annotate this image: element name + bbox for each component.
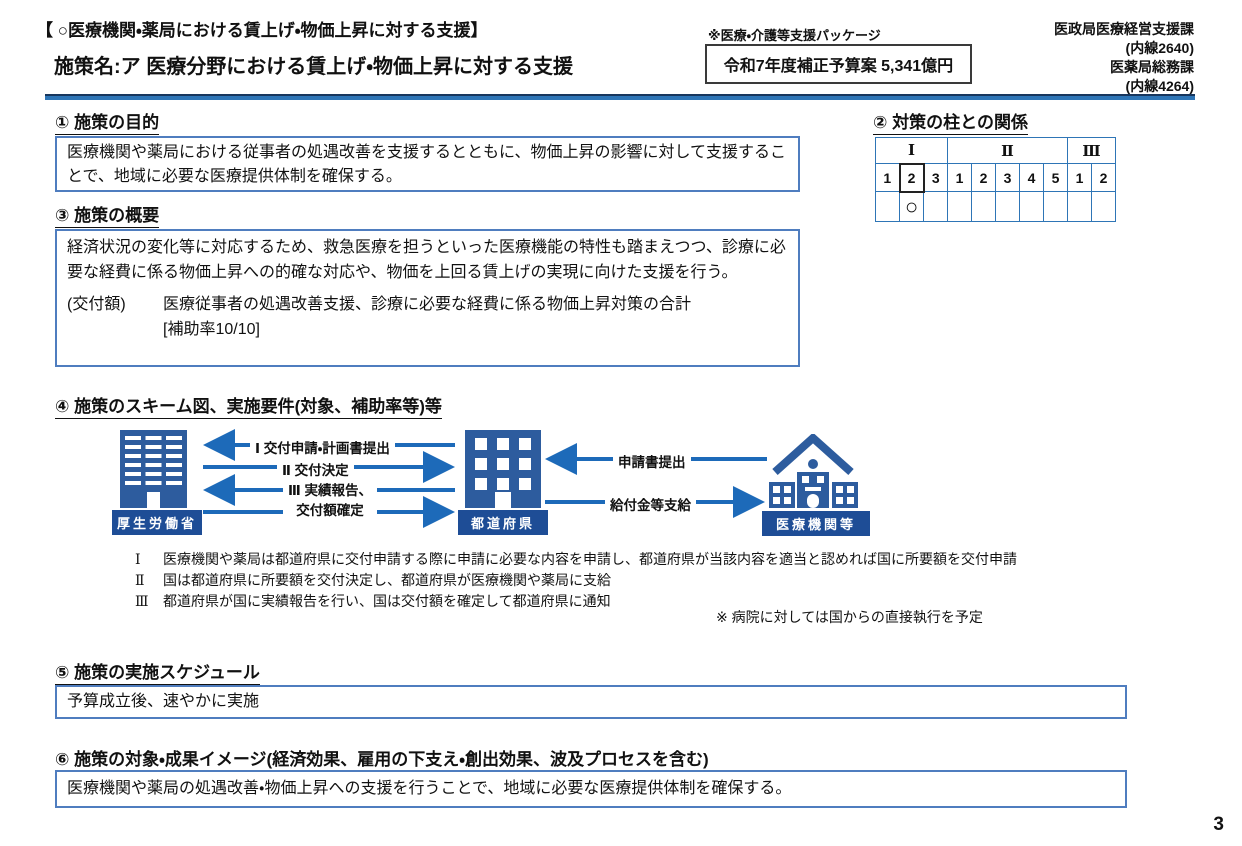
outcome-box: 医療機関や薬局の処遇改善・物価上昇への支援を行うことで、地域に必要な医療提供体制… xyxy=(55,770,1127,808)
package-note: ※医療・介護等支援パッケージ xyxy=(708,28,881,43)
policy-name: 施策名:ア 医療分野における賃上げ・物価上昇に対する支援 xyxy=(54,56,574,78)
section-3-heading: ③ 施策の概要 xyxy=(55,201,160,228)
category-title: 【 ○医療機関・薬局における賃上げ・物価上昇に対する支援】 xyxy=(36,21,488,40)
grant-text: 医療従事者の処遇改善支援、診療に必要な経費に係る物価上昇対策の合計 xyxy=(163,296,692,313)
medical-institution-label: 医療機関等 xyxy=(762,511,870,536)
dept-line: (内線4264) xyxy=(1125,78,1194,94)
pillar-group-header: Ⅱ xyxy=(947,137,1068,164)
grant-row: (交付額) 医療従事者の処遇改善支援、診療に必要な経費に係る物価上昇対策の合計 … xyxy=(67,292,788,342)
pillar-value-cell xyxy=(1091,191,1116,222)
pillar-value-cell xyxy=(1043,191,1068,222)
pillar-number-cell: 3 xyxy=(923,163,948,192)
pillar-number-cell: 2 xyxy=(971,163,996,192)
schedule-box: 予算成立後、速やかに実施 xyxy=(55,685,1127,719)
arrow-label-decide: Ⅱ 交付決定 xyxy=(277,458,354,480)
page-number: 3 xyxy=(1213,814,1224,835)
pillar-value-cell: ○ xyxy=(899,191,924,222)
pillar-number-cell: 5 xyxy=(1043,163,1068,192)
arrow-label-submit: 申請書提出 xyxy=(613,450,691,472)
dept-line: 医政局医療経営支援課 xyxy=(1054,21,1194,37)
pillar-group-header: Ⅰ xyxy=(875,137,948,164)
arrow-label-report: Ⅲ 実績報告、 交付額確定 xyxy=(283,480,378,522)
arrow-label-pay: 給付金等支給 xyxy=(605,493,696,515)
section-4-heading: ④ 施策のスキーム図、実施要件(対象、補助率等)等 xyxy=(55,392,442,419)
pillar-number-cell: 3 xyxy=(995,163,1020,192)
pillar-group-header: Ⅲ xyxy=(1067,137,1116,164)
pillar-number-cell: 1 xyxy=(947,163,972,192)
pillar-value-cell xyxy=(923,191,948,222)
section-6-heading: ⑥ 施策の対象・成果イメージ(経済効果、雇用の下支え・創出効果、波及プロセスを含… xyxy=(55,745,709,772)
pillar-number-cell: 2 xyxy=(1091,163,1116,192)
pillar-value-cell xyxy=(971,191,996,222)
scheme-arrows xyxy=(203,429,767,528)
pillar-value-cell xyxy=(947,191,972,222)
subsidy-rate: [補助率10/10] xyxy=(163,321,260,338)
mhlw-building-icon xyxy=(120,430,187,508)
prefecture-building-icon xyxy=(465,430,541,508)
arrow-label-report-line1: Ⅲ 実績報告、 xyxy=(288,483,373,498)
pillar-value-cell xyxy=(1019,191,1044,222)
section-1-heading: ① 施策の目的 xyxy=(55,108,160,135)
budget-box: 令和7年度補正予算案 5,341億円 xyxy=(705,44,972,84)
arrow-label-apply: Ⅰ 交付申請・計画書提出 xyxy=(250,436,395,458)
grant-label: (交付額) xyxy=(67,296,126,313)
pillar-number-cell: 1 xyxy=(875,163,900,192)
pillar-value-cell xyxy=(875,191,900,222)
dept-block: 医政局医療経営支援課 (内線2640) 医薬局総務課 (内線4264) xyxy=(1054,20,1194,96)
medical-institution-icon xyxy=(769,434,858,508)
pillar-number-cell: 4 xyxy=(1019,163,1044,192)
overview-box: 経済状況の変化等に対応するため、救急医療を担うといった医療機能の特性も踏まえつつ… xyxy=(55,229,800,367)
dept-line: (内線2640) xyxy=(1125,40,1194,56)
section-2-heading: ② 対策の柱との関係 xyxy=(873,108,1028,135)
prefecture-label: 都道府県 xyxy=(458,510,548,535)
pillar-number-cell: 1 xyxy=(1067,163,1092,192)
scheme-diagram: 厚生労働省 都道府県 xyxy=(55,424,1155,546)
hospital-note: ※ 病院に対しては国からの直接執行を予定 xyxy=(716,609,983,625)
pillar-value-cell xyxy=(995,191,1020,222)
purpose-box: 医療機関や薬局における従事者の処遇改善を支援するとともに、物価上昇の影響に対して… xyxy=(55,136,800,192)
header-divider xyxy=(45,94,1195,100)
section-5-heading: ⑤ 施策の実施スケジュール xyxy=(55,658,260,685)
pillar-number-cell: 2 xyxy=(898,162,925,193)
dept-line: 医薬局総務課 xyxy=(1110,59,1194,75)
arrow-label-report-line2: 交付額確定 xyxy=(296,503,364,518)
overview-text: 経済状況の変化等に対応するため、救急医療を担うといった医療機能の特性も踏まえつつ… xyxy=(67,239,786,281)
grant-detail: 医療従事者の処遇改善支援、診療に必要な経費に係る物価上昇対策の合計 [補助率10… xyxy=(163,292,691,342)
mhlw-label: 厚生労働省 xyxy=(112,510,202,535)
pillar-value-cell xyxy=(1067,191,1092,222)
